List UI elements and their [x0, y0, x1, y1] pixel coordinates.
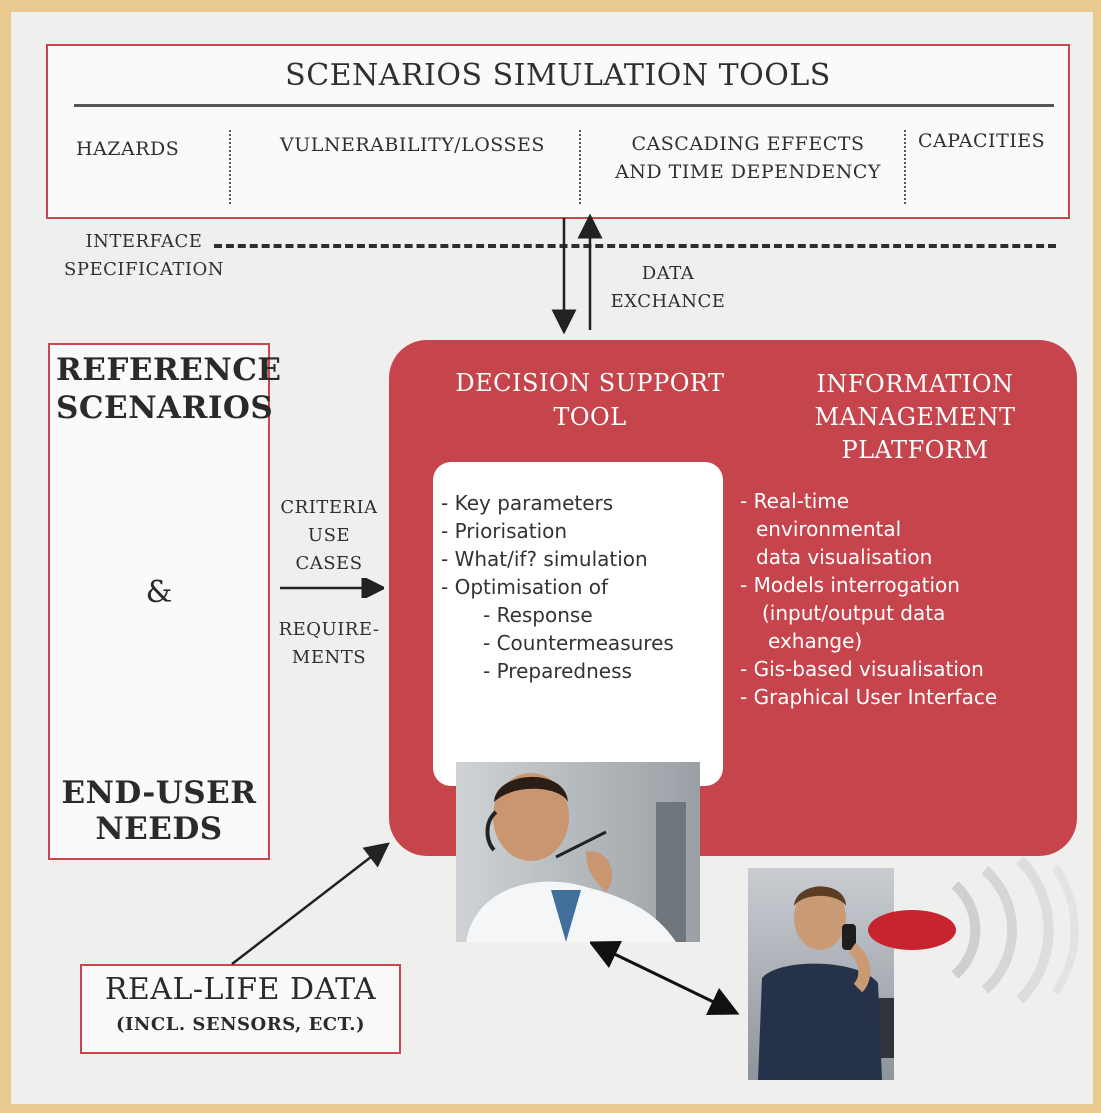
interface-dashed-line: [214, 244, 1056, 248]
col-vulnerability: VULNERABILITY/LOSSES: [280, 134, 545, 156]
imp-list: - Real-time environmental data visualisa…: [740, 487, 997, 711]
col-divider: [579, 130, 581, 204]
officer-photo: [748, 868, 894, 1080]
ampersand: &: [145, 575, 173, 610]
end-user-needs: END-USER NEEDS: [61, 775, 257, 847]
radio-signal-graphic: [868, 856, 1079, 1004]
criteria-label: CRITERIA USE CASES: [280, 497, 378, 574]
col-divider: [904, 130, 906, 204]
dst-item: - Optimisation of: [441, 575, 609, 599]
imp-item: - Real-time: [740, 489, 850, 513]
data-exchange-label: DATA EXCHANCE: [610, 263, 726, 312]
imp-title: INFORMATION MANAGEMENT PLATFORM: [814, 370, 1016, 464]
col-hazards: HAZARDS: [76, 138, 180, 160]
dst-subitem: - Preparedness: [483, 659, 632, 683]
simulation-tools-title: SCENARIOS SIMULATION TOOLS: [285, 58, 831, 93]
dst-item: - Priorisation: [441, 519, 568, 543]
real-life-arrow: [231, 842, 390, 965]
real-life-subtitle: (INCL. SENSORS, ECT.): [115, 1014, 365, 1035]
col-divider: [229, 130, 231, 204]
dst-subitem: - Countermeasures: [483, 631, 674, 655]
imp-item: exhange): [768, 629, 863, 653]
imp-item: data visualisation: [756, 545, 933, 569]
dst-title: DECISION SUPPORT TOOL: [455, 369, 725, 431]
imp-item: - Models interrogation: [740, 573, 960, 597]
imp-item: environmental: [756, 517, 902, 541]
operator-photo: [456, 762, 700, 942]
col-cascading: CASCADING EFFECTS AND TIME DEPENDENCY: [615, 133, 881, 183]
reference-scenarios-box: REFERENCE SCENARIOS & END-USER NEEDS: [48, 343, 281, 860]
simulation-tools-box: SCENARIOS SIMULATION TOOLS HAZARDS VULNE…: [46, 44, 1070, 219]
dst-subitem: - Response: [483, 603, 593, 627]
criteria-arrow: [280, 578, 384, 598]
reference-title: REFERENCE SCENARIOS: [56, 352, 282, 426]
dst-list: - Key parameters - Priorisation - What/i…: [441, 489, 674, 685]
requirements-label: REQUIRE- MENTS: [278, 619, 380, 668]
data-exchange-arrows: [551, 214, 603, 334]
title-rule: [74, 104, 1054, 107]
col-capacities: CAPACITIES: [918, 130, 1046, 152]
dst-item: - What/if? simulation: [441, 547, 648, 571]
imp-item: - Gis-based visualisation: [740, 657, 984, 681]
imp-item: (input/output data: [762, 601, 946, 625]
radio-link-arrow: [590, 941, 740, 1015]
real-life-data-box: REAL-LIFE DATA (INCL. SENSORS, ECT.): [80, 964, 401, 1054]
interface-label: INTERFACE SPECIFICATION: [64, 231, 224, 280]
real-life-title: REAL-LIFE DATA: [104, 972, 377, 1007]
dst-card: [433, 462, 723, 786]
imp-item: - Graphical User Interface: [740, 685, 998, 709]
dst-item: - Key parameters: [441, 491, 614, 515]
